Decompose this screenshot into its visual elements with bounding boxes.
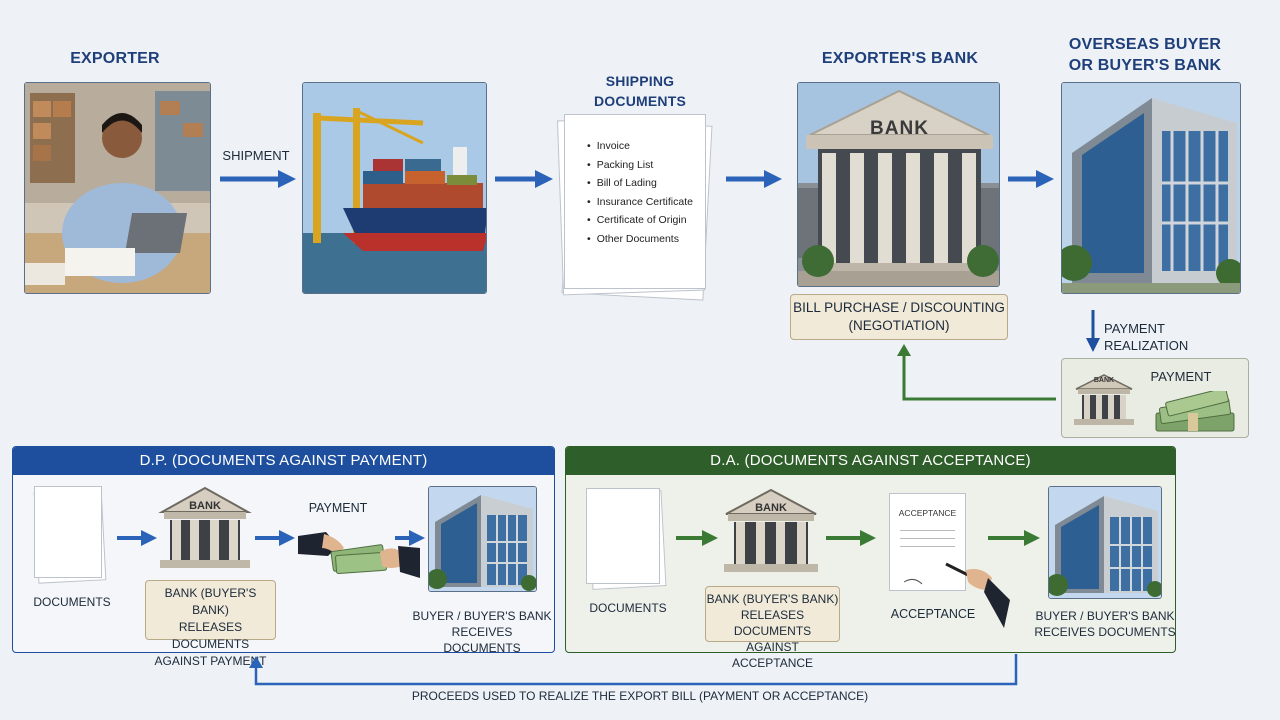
document-list-sheet: Invoice Packing List Bill of Lading Insu… <box>564 114 706 289</box>
exporter-image <box>24 82 211 294</box>
note-line: BANK (BUYER'S BANK) <box>164 586 257 617</box>
da-documents-icon <box>584 486 668 592</box>
doc-line <box>900 530 955 538</box>
document-item: Bill of Lading <box>587 174 705 193</box>
heading-overseas-buyer: OVERSEAS BUYER OR BUYER'S BANK <box>1045 34 1245 76</box>
acceptance-document: ACCEPTANCE <box>889 493 966 591</box>
arrow-right-icon <box>1008 169 1054 189</box>
dp-buyer-building-image <box>428 486 537 592</box>
da-panel: D.A. (DOCUMENTS AGAINST ACCEPTANCE) <box>565 446 1176 653</box>
da-bank-building-icon: BANK <box>722 486 820 576</box>
exporters-bank-image: BANK <box>797 82 1000 287</box>
overseas-buyer-image <box>1061 82 1241 294</box>
arrow-right-icon <box>726 169 782 189</box>
heading-line: OVERSEAS BUYER <box>1068 36 1222 53</box>
bank-building-icon <box>1072 371 1136 432</box>
footer-return-arrow-icon <box>246 654 1020 688</box>
arrow-right-icon <box>255 529 295 547</box>
cash-stack-icon <box>1152 387 1238 442</box>
heading-exporters-bank: EXPORTER'S BANK <box>821 50 979 67</box>
paper-sheet <box>586 488 660 584</box>
return-arrow-icon <box>896 344 1058 404</box>
arrow-right-icon <box>220 169 296 189</box>
dp-payment-label: PAYMENT <box>308 501 368 515</box>
acceptance-doc-title: ACCEPTANCE <box>898 508 957 518</box>
bill-purchase-note: BILL PURCHASE / DISCOUNTING (NEGOTIATION… <box>790 294 1008 340</box>
da-bank-note: BANK (BUYER'S BANK) RELEASES DOCUMENTS A… <box>705 586 840 670</box>
payment-box: BANK PAYMENT <box>1061 358 1249 438</box>
document-item: Insurance Certificate <box>587 193 705 212</box>
arrow-right-icon <box>676 529 718 547</box>
arrow-down-icon <box>1083 310 1103 354</box>
document-item: Packing List <box>587 156 705 175</box>
note-line: AGAINST ACCEPTANCE <box>731 640 814 670</box>
heading-shipping-documents: SHIPPING DOCUMENTS <box>560 71 720 111</box>
arrow-right-icon <box>395 529 425 547</box>
arrow-right-icon <box>117 529 157 547</box>
bank-sign: BANK <box>870 118 929 139</box>
signing-hand-icon <box>900 556 1016 635</box>
dp-bank-building-icon: BANK <box>158 484 252 572</box>
heading-exporter: EXPORTER <box>70 50 160 67</box>
note-line: BILL PURCHASE / DISCOUNTING <box>793 300 1005 315</box>
da-documents-label: DOCUMENTS <box>589 601 667 615</box>
note-line: RELEASES DOCUMENTS <box>171 620 250 651</box>
arrow-right-icon <box>495 169 553 189</box>
document-item: Invoice <box>587 137 705 156</box>
dp-buyer-label: BUYER / BUYER'S BANK RECEIVES DOCUMENTS <box>412 608 552 656</box>
documents-list: Invoice Packing List Bill of Lading Insu… <box>587 137 705 248</box>
bank-sign: BANK <box>1093 377 1115 384</box>
note-line: (NEGOTIATION) <box>848 318 950 333</box>
label-line: BUYER / BUYER'S BANK <box>1035 609 1175 623</box>
doc-line <box>900 538 955 546</box>
bank-sign: BANK <box>755 502 787 514</box>
note-line: RELEASES DOCUMENTS <box>733 608 812 638</box>
payment-label: PAYMENT <box>1150 369 1212 384</box>
paper-sheet <box>34 486 102 578</box>
dp-title: D.P. (DOCUMENTS AGAINST PAYMENT) <box>13 447 554 475</box>
dp-bank-note: BANK (BUYER'S BANK) RELEASES DOCUMENTS A… <box>145 580 276 668</box>
shipping-documents-stack: Invoice Packing List Bill of Lading Insu… <box>556 112 714 301</box>
dp-documents-icon <box>32 484 108 584</box>
heading-line: DOCUMENTS <box>593 93 687 109</box>
label-line: BUYER / BUYER'S BANK <box>412 609 552 623</box>
dp-documents-label: DOCUMENTS <box>33 595 111 609</box>
da-title: D.A. (DOCUMENTS AGAINST ACCEPTANCE) <box>566 447 1175 475</box>
note-line: BANK (BUYER'S BANK) <box>706 592 839 606</box>
shipment-label: SHIPMENT <box>222 148 290 163</box>
doc-line <box>900 546 955 554</box>
note-line: AGAINST PAYMENT <box>154 654 267 668</box>
document-item: Certificate of Origin <box>587 211 705 230</box>
da-buyer-building-image <box>1048 486 1162 599</box>
footer-caption: PROCEEDS USED TO REALIZE THE EXPORT BILL… <box>411 689 869 703</box>
arrow-right-icon <box>988 529 1040 547</box>
payment-realization-label: PAYMENT REALIZATION <box>1104 321 1189 353</box>
document-item: Other Documents <box>587 230 705 249</box>
acceptance-label: ACCEPTANCE <box>890 607 976 621</box>
label-line: RECEIVES DOCUMENTS <box>443 625 521 655</box>
heading-line: OR BUYER'S BANK <box>1068 57 1222 74</box>
cash-handover-icon <box>298 526 420 589</box>
arrow-right-icon <box>826 529 876 547</box>
da-buyer-label: BUYER / BUYER'S BANK RECEIVES DOCUMENTS <box>1034 608 1176 640</box>
heading-line: SHIPPING <box>605 73 675 89</box>
bank-sign: BANK <box>189 500 221 512</box>
cargo-ship-image <box>302 82 487 294</box>
label-line: RECEIVES DOCUMENTS <box>1034 625 1176 639</box>
